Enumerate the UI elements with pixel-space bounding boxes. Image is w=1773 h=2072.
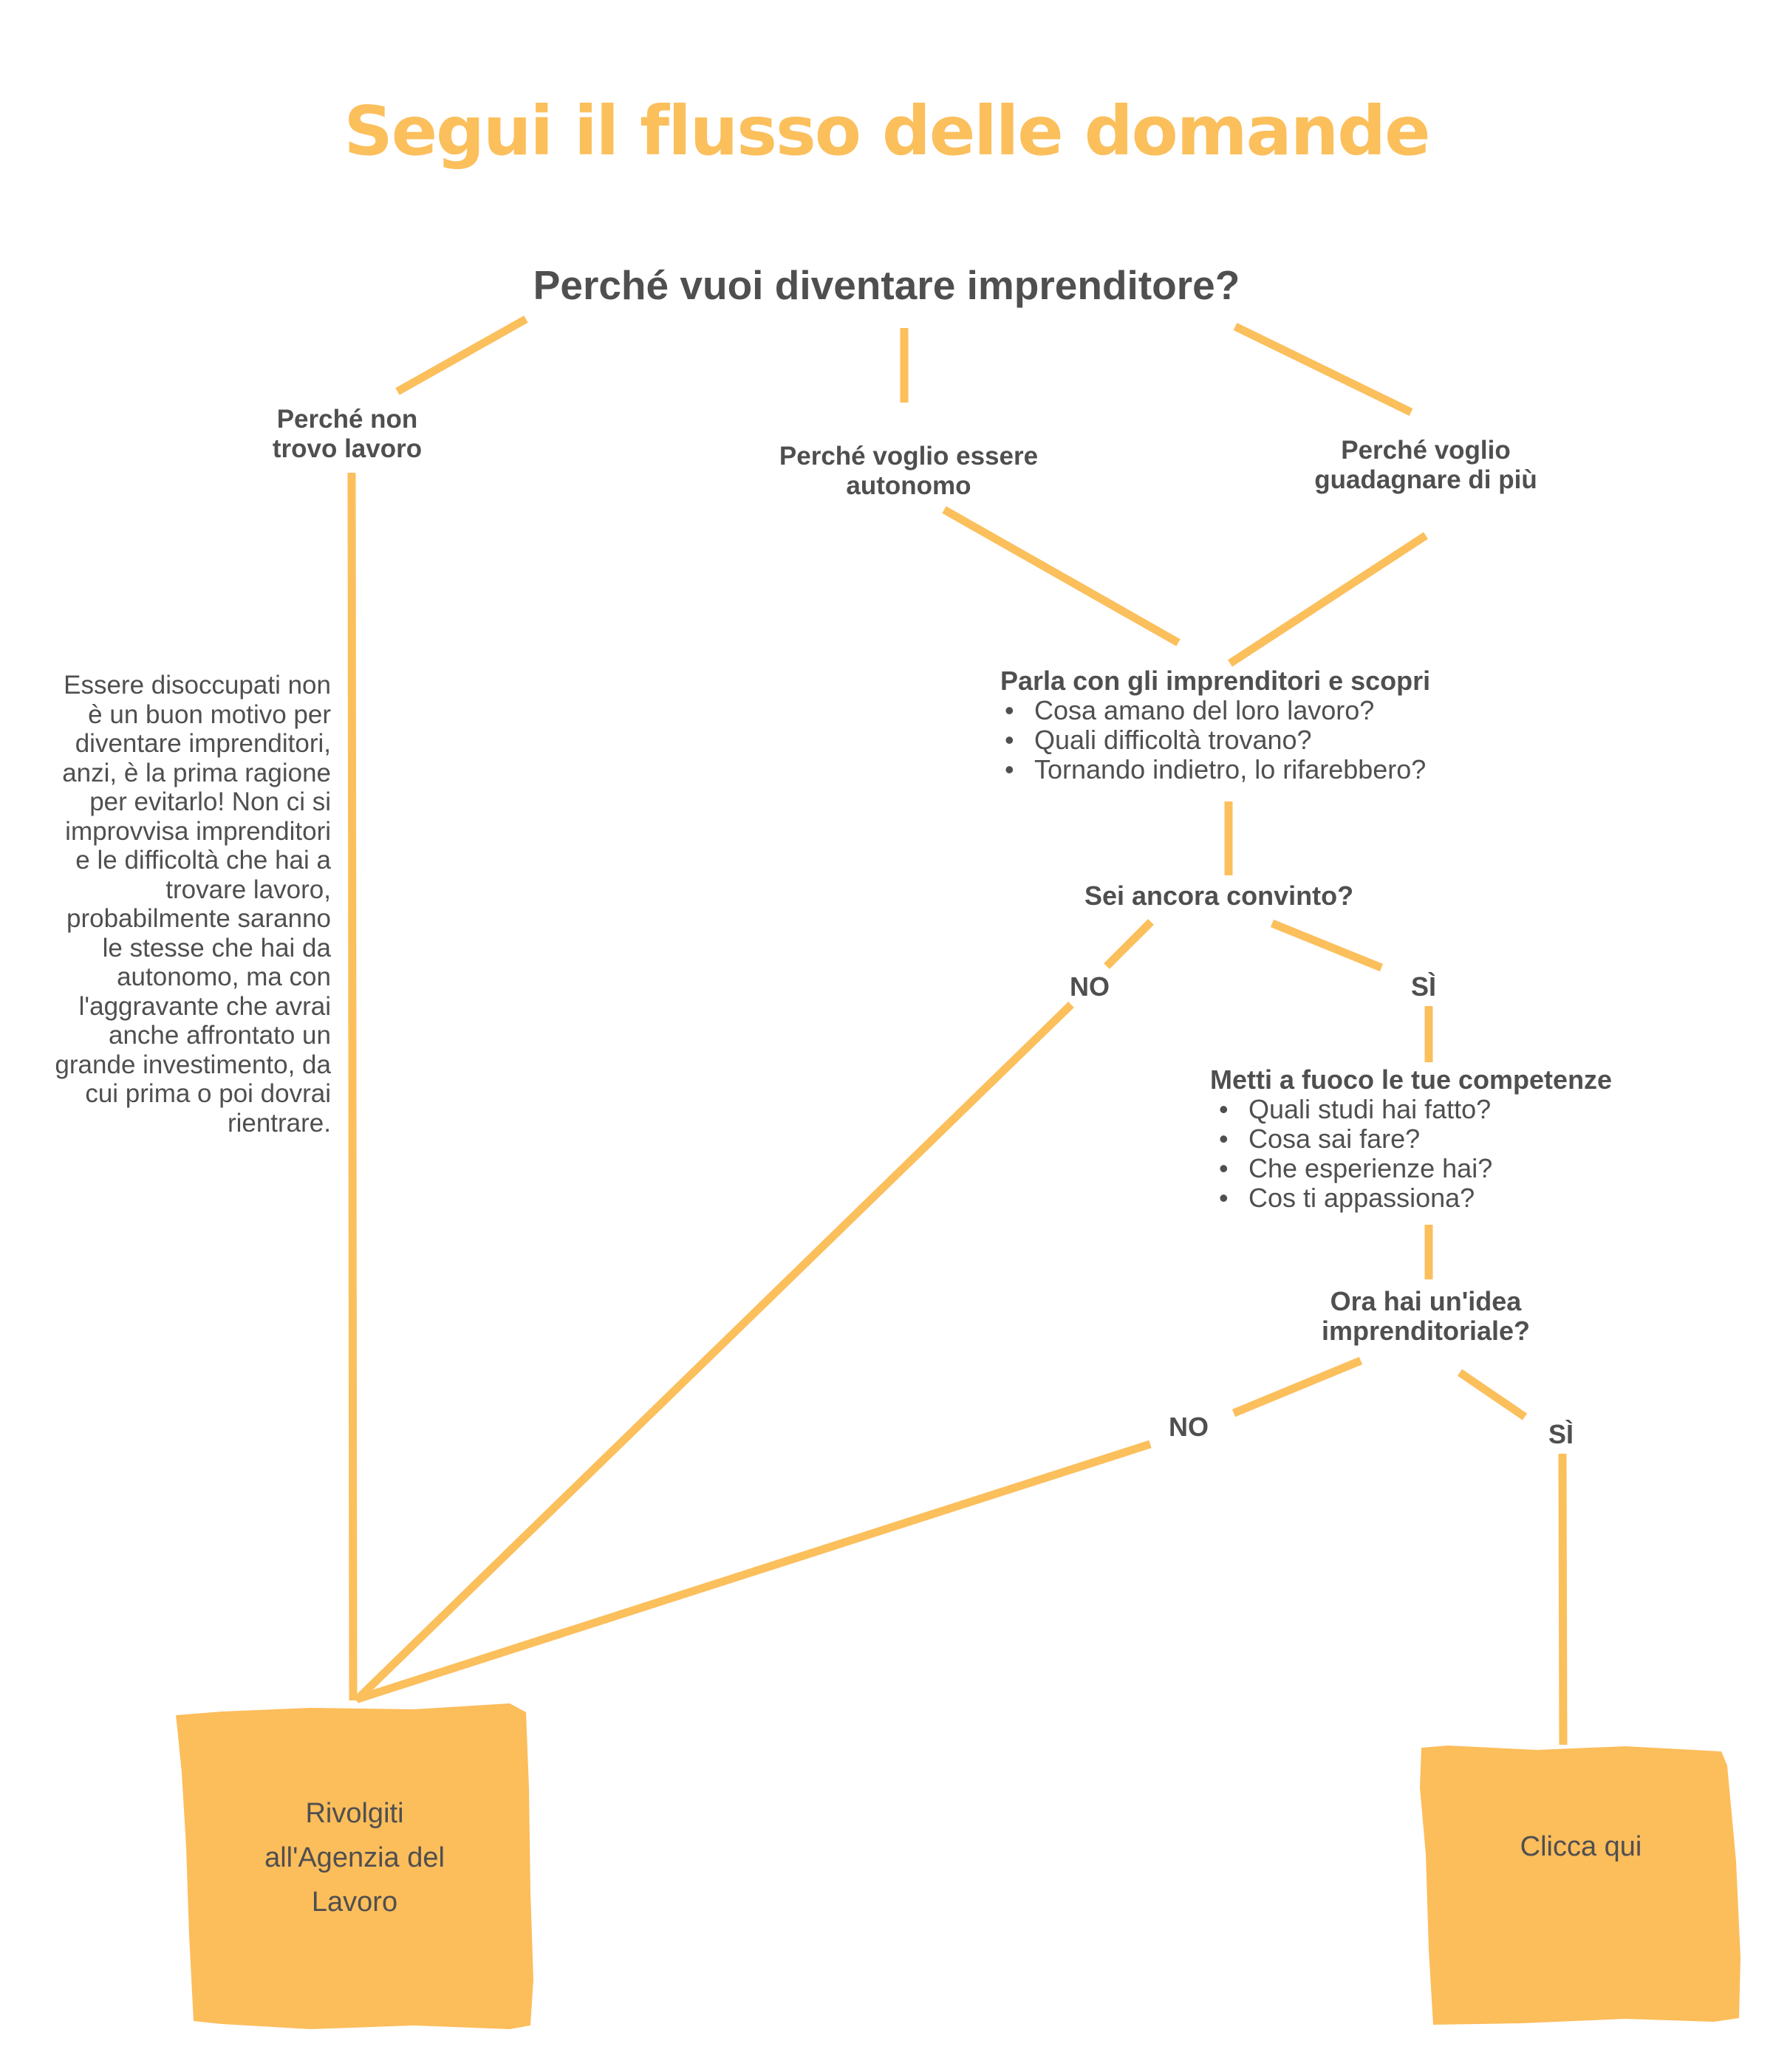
option-autonomy: Perché voglio essere autonomo (779, 442, 1039, 500)
connector-question-to-nojob (395, 315, 528, 395)
box-click-shape (1420, 1746, 1740, 2025)
agency-button[interactable]: Rivolgiti all'Agenzia del Lavoro (244, 1773, 465, 1943)
option-earn-more: Perché voglio guadagnare di più (1314, 436, 1537, 494)
list-item: Cosa amano del loro lavoro? (1000, 696, 1430, 726)
click-here-label: Clicca qui (1520, 1831, 1642, 1862)
option-no-job: Perché non trovo lavoro (272, 405, 423, 463)
connector-idea-to-no (1231, 1356, 1363, 1418)
list-item: Tornando indietro, lo rifarebbero? (1000, 755, 1430, 785)
answer-yes-convinced: SÌ (1411, 971, 1437, 1002)
connector-no-to-agency (353, 1002, 1074, 1703)
box-agency-shape (176, 1703, 533, 2029)
skills-step-title: Metti a fuoco le tue competenze (1210, 1064, 1613, 1095)
convinced-question: Sei ancora convinto? (1084, 881, 1354, 911)
talk-step-title: Parla con gli imprenditori e scopri (1000, 666, 1431, 696)
list-item: Quali studi hai fatto? (1215, 1095, 1612, 1125)
connector-question-to-earnmore (1233, 323, 1413, 416)
connector-autonomy-to-talk (942, 506, 1181, 646)
talk-step: Parla con gli imprenditori e scopri Cosa… (1000, 666, 1431, 785)
page-title: Segui il flusso delle domande (344, 92, 1431, 171)
connector-idea-to-yes (1457, 1369, 1528, 1420)
connector-yes2-to-click (1558, 1453, 1568, 1746)
idea-question: Ora hai un'idea imprenditoriale? (1321, 1286, 1531, 1346)
connector-nojob-to-agency (347, 472, 358, 1701)
skills-step-list: Quali studi hai fatto? Cosa sai fare? Ch… (1210, 1095, 1612, 1214)
answer-no-convinced: NO (1070, 971, 1110, 1002)
talk-step-list: Cosa amano del loro lavoro? Quali diffic… (1000, 696, 1430, 785)
connector-convinced-to-no (1104, 919, 1154, 969)
list-item: Che esperienze hai? (1215, 1154, 1612, 1184)
list-item: Cosa sai fare? (1215, 1124, 1612, 1155)
click-here-button[interactable]: Clicca qui (1448, 1802, 1714, 1891)
unemployed-advice: Essere disoccupati non è un buon motivo … (55, 671, 331, 1138)
connector-no2-to-agency (356, 1440, 1152, 1703)
answer-yes-idea: SÌ (1548, 1419, 1574, 1449)
main-question: Perché vuoi diventare imprenditore? (533, 262, 1240, 308)
list-item: Cos ti appassiona? (1215, 1183, 1612, 1214)
answer-no-idea: NO (1169, 1412, 1209, 1442)
agency-button-label: Rivolgiti all'Agenzia del Lavoro (264, 1798, 445, 1918)
connector-convinced-to-yes (1270, 919, 1384, 972)
connector-earnmore-to-talk (1227, 532, 1429, 667)
skills-step: Metti a fuoco le tue competenze Quali st… (1210, 1064, 1613, 1214)
list-item: Quali difficoltà trovano? (1000, 725, 1430, 756)
